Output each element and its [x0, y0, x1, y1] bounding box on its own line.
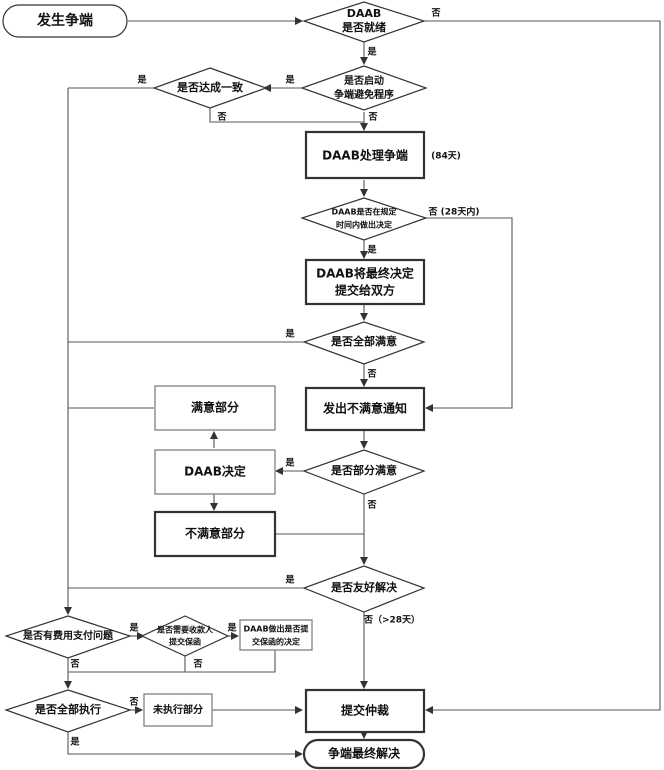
daab-decision-text: DAAB决定: [184, 464, 246, 479]
label-executed-yes: 是: [69, 737, 80, 748]
node-amicable: 是否友好解决: [302, 565, 426, 613]
node-avoid-proc: 是否启动 争端避免程序: [300, 65, 428, 111]
all-satisfied-text: 是否全部满意: [330, 334, 397, 348]
arrow-ready-no-to-arbitration: [422, 20, 661, 714]
node-satisfied-part: 满意部分: [154, 385, 276, 431]
node-daab-decision: DAAB决定: [154, 449, 276, 495]
connectors: [64, 17, 661, 758]
decide-line1: DAAB是否在规定: [331, 207, 396, 217]
arbitration-text: 提交仲裁: [341, 703, 389, 718]
label-amicable-yes: 是: [284, 575, 295, 586]
days84-label: (84天): [431, 151, 461, 162]
label-ready-no: 否: [430, 8, 440, 19]
node-daab-handle: DAAB处理争端: [304, 130, 426, 180]
unsatisfied-part-text: 不满意部分: [185, 526, 245, 541]
amicable-text: 是否友好解决: [330, 580, 398, 594]
label-partsat-yes: 是: [284, 458, 295, 469]
all-executed-text: 是否全部执行: [34, 702, 101, 716]
label-guarantee-yes: 是: [226, 623, 237, 634]
node-all-executed: 是否全部执行: [4, 689, 132, 733]
label-amicable-no: 否（>28天）: [363, 615, 420, 626]
label-decide-no: 否 (28天内): [428, 206, 480, 218]
daab-ready-line2: 是否就绪: [341, 20, 386, 34]
node-all-satisfied: 是否全部满意: [302, 321, 426, 365]
edge-labels: 否 是 是 是 否 否 否 (28天内) 是 是 否 是 否 是 否（>28天）…: [69, 8, 479, 748]
node-unexecuted-part: 未执行部分: [143, 693, 213, 727]
label-executed-no: 否: [128, 697, 138, 708]
arrow-consensus-no: [209, 108, 364, 123]
node-arbitration: 提交仲裁: [304, 688, 426, 734]
part-satisfied-text: 是否部分满意: [330, 463, 397, 477]
node-guarantee-needed: 是否需要收款人 提交保函: [140, 615, 230, 657]
final-line1: DAAB将最终决定: [316, 266, 414, 281]
node-nod: 发出不满意通知: [304, 386, 426, 432]
unexecuted-part-text: 未执行部分: [152, 703, 203, 716]
guarantee-line1: 是否需要收款人: [156, 625, 214, 635]
node-unsatisfied-part: 不满意部分: [153, 510, 277, 558]
label-allsat-yes: 是: [284, 329, 295, 340]
node-final-resolution: 争端最终解决: [302, 738, 426, 770]
label-allsat-no: 否: [366, 369, 376, 380]
gdecision-line1: DAAB做出是否提: [243, 624, 309, 634]
node-guarantee-decision: DAAB做出是否提 交保函的决定: [239, 619, 313, 651]
arrow-guarantee-join: [184, 650, 276, 673]
daab-ready-line1: DAAB: [347, 7, 382, 20]
avoid-line2: 争端避免程序: [334, 88, 394, 101]
label-avoid-no: 否: [367, 112, 377, 123]
nod-text: 发出不满意通知: [322, 401, 407, 416]
consensus-text: 是否达成一致: [176, 80, 244, 94]
avoid-line1: 是否启动: [343, 74, 384, 87]
label-consensus-no: 否: [216, 112, 226, 123]
decide-line2: 时间内做出决定: [336, 220, 392, 230]
node-daab-ready: DAAB 是否就绪: [302, 1, 426, 43]
label-guarantee-no: 否: [192, 659, 202, 670]
label-payment-yes: 是: [128, 623, 139, 634]
guarantee-line2: 提交保函: [169, 637, 201, 647]
node-payment-issue: 是否有费用支付问题: [4, 615, 132, 659]
label-avoid-yes: 是: [284, 75, 295, 86]
arrow-executed-yes: [67, 732, 303, 758]
node-consensus: 是否达成一致: [152, 67, 268, 109]
satisfied-part-text: 满意部分: [191, 400, 239, 415]
label-partsat-no: 否: [366, 500, 376, 511]
label-payment-no: 否: [69, 659, 79, 670]
node-decide-in-time: DAAB是否在规定 时间内做出决定: [300, 197, 428, 241]
arrow-decide-no-to-nod: [424, 217, 513, 412]
final-resolution-text: 争端最终解决: [328, 746, 401, 761]
final-line2: 提交给双方: [335, 283, 395, 298]
payment-issue-text: 是否有费用支付问题: [22, 629, 114, 642]
node-start: 发生争端: [2, 4, 128, 38]
label-consensus-yes: 是: [136, 75, 147, 86]
gdecision-line2: 交保函的决定: [252, 637, 300, 647]
label-ready-yes: 是: [366, 47, 377, 58]
label-decide-yes: 是: [366, 245, 377, 256]
start-text: 发生争端: [36, 12, 93, 29]
node-part-satisfied: 是否部分满意: [302, 449, 426, 495]
node-final-decision: DAAB将最终决定 提交给双方: [304, 258, 426, 306]
daab-handle-text: DAAB处理争端: [322, 148, 408, 163]
